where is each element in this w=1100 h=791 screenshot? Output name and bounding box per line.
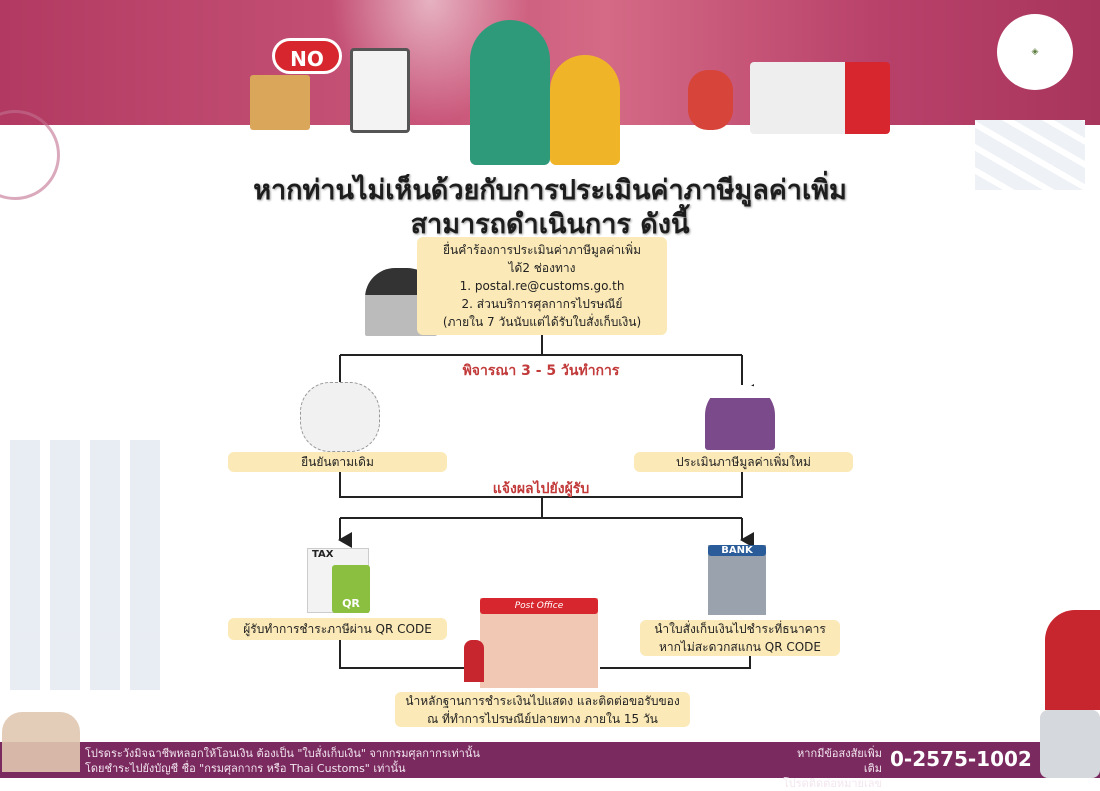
stressed-man-illustration [300, 382, 380, 452]
post-office-illustration: Post Office [480, 598, 598, 688]
bank-illustration: BANK [708, 545, 766, 615]
pay-bank-line: หากไม่สะดวกสแกน QR CODE [658, 640, 821, 654]
scam-warning: โดยชำระไปยังบัญชี ชื่อ "กรมศุลกากร หรือ … [85, 762, 406, 775]
delivery-man-illustration [688, 70, 733, 130]
step1-line: (ภายใน 7 วันนับแต่ได้รับใบสั่งเก็บเงิน) [442, 315, 642, 329]
buildings-illustration [10, 440, 170, 690]
red-mailbox-illustration [1045, 610, 1100, 710]
no-sign-illustration: NO [272, 38, 342, 74]
contact-label: หากมีข้อสงสัยเพิ่มเติม [797, 747, 882, 775]
notify-label: แจ้งผลไปยังผู้รับ [492, 481, 590, 497]
title-line-1: หากท่านไม่เห็นด้วยกับการประเมินค่าภาษีมู… [253, 175, 847, 206]
clipboard-illustration [350, 48, 410, 133]
woman-office-illustration [705, 385, 775, 450]
submit-request-box: ยื่นคำร้องการประเมินค่าภาษีมูลค่าเพิ่ม ไ… [417, 237, 667, 335]
step1-line: ยื่นคำร้องการประเมินค่าภาษีมูลค่าเพิ่ม [443, 243, 641, 257]
envelopes-illustration [975, 120, 1085, 190]
pickup-line: นำหลักฐานการชำระเงินไปแสดง และติดต่อขอรั… [405, 693, 680, 708]
step1-line: 2. ส่วนบริการศุลกากรไปรษณีย์ [461, 297, 623, 311]
pickup-box: นำหลักฐานการชำระเงินไปแสดง และติดต่อขอรั… [395, 692, 690, 727]
result-reassess-box: ประเมินภาษีมูลค่าเพิ่มใหม่ [634, 452, 853, 472]
qr-label: QR [332, 565, 370, 613]
hotline-number: 0-2575-1002 [890, 747, 1032, 771]
pickup-line: ณ ที่ทำการไปรษณีย์ปลายทาง ภายใน 15 วัน [427, 711, 658, 726]
step1-line: ได้2 ช่องทาง [508, 261, 576, 275]
contact-label: โปรดติดต่อหมายเลข [782, 777, 882, 790]
pay-bank-line: นำใบสั่งเก็บเงินไปชำระที่ธนาคาร [654, 622, 826, 636]
bank-label: BANK [708, 545, 766, 556]
atm-scam-illustration [2, 712, 80, 772]
boxes-illustration [250, 75, 310, 130]
tax-label: TAX [312, 549, 334, 560]
scam-warning: โปรดระวังมิจฉาชีพหลอกให้โอนเงิน ต้องเป็น… [85, 747, 480, 760]
consider-label: พิจารณา 3 - 5 วันทำการ [462, 363, 620, 379]
telephone-illustration [1040, 710, 1100, 778]
customs-logo: ◈ [997, 14, 1073, 90]
angry-woman-illustration [550, 55, 620, 165]
step1-email: 1. postal.re@customs.go.th [459, 279, 625, 293]
footer-bar: โปรดระวังมิจฉาชีพหลอกให้โอนเงิน ต้องเป็น… [0, 710, 1100, 790]
post-office-label: Post Office [480, 598, 598, 614]
result-confirm-box: ยืนยันตามเดิม [228, 452, 447, 472]
pay-bank-box: นำใบสั่งเก็บเงินไปชำระที่ธนาคาร หากไม่สะ… [640, 620, 840, 656]
mailbox-illustration [464, 640, 484, 682]
tax-qr-illustration: TAX QR [307, 548, 370, 613]
title-line-2: สามารถดำเนินการ ดังนี้ [410, 209, 690, 240]
pay-qr-box: ผู้รับทำการชำระภาษีผ่าน QR CODE [228, 618, 447, 640]
truck-illustration [750, 62, 890, 134]
angry-man-illustration [470, 20, 550, 165]
